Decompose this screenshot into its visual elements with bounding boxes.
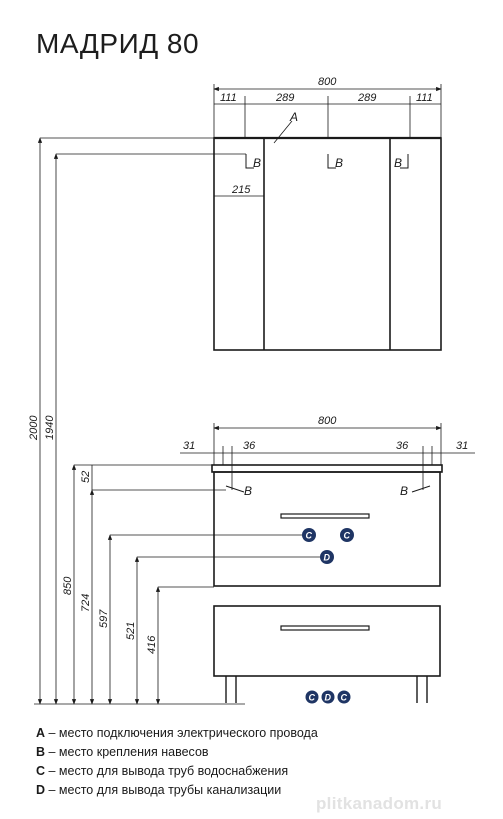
marker-c-bottom-2-text: C xyxy=(341,693,348,703)
mirror-seg-3: 289 xyxy=(357,92,376,104)
mirror-outline xyxy=(213,137,442,351)
watermark: plitkanadom.ru xyxy=(316,794,443,813)
top-band-52: 52 xyxy=(80,471,92,483)
mirror-width-dimension xyxy=(213,84,442,138)
cabinet-hook-markers xyxy=(225,485,431,493)
lower-drawer xyxy=(213,605,441,677)
cabinet-offset-left-2: 36 xyxy=(243,440,256,452)
height-416: 416 xyxy=(146,635,158,654)
marker-d-center-text: D xyxy=(324,553,331,563)
upper-drawer xyxy=(213,471,441,587)
marker-c-bottom-1-text: C xyxy=(309,693,316,703)
cabinet-hook-b-left: B xyxy=(244,484,252,498)
upper-drawer-handle xyxy=(280,513,370,519)
vanity-cabinet xyxy=(211,464,443,703)
mirror-hook-b-left: B xyxy=(253,156,261,170)
height-1940: 1940 xyxy=(44,415,56,440)
countertop xyxy=(211,464,443,473)
mirror-hook-b-right: B xyxy=(394,156,402,170)
height-724: 724 xyxy=(80,594,92,612)
mirror-cabinet xyxy=(213,136,442,351)
marker-c-right xyxy=(340,528,354,542)
cabinet-width-label: 800 xyxy=(318,415,337,427)
marker-c-left-text: C xyxy=(306,531,313,541)
height-521: 521 xyxy=(125,622,137,640)
marker-d-bottom xyxy=(321,690,335,704)
shelf-offset-label: 215 xyxy=(231,184,251,196)
marker-d-bottom-text: D xyxy=(325,693,332,703)
marker-c-right-text: C xyxy=(344,531,351,541)
mirror-width-label: 800 xyxy=(318,76,337,88)
mirror-seg-1: 111 xyxy=(220,92,237,104)
cabinet-offset-right-2: 31 xyxy=(456,440,468,452)
legend-item-a: A – место подключения электрического про… xyxy=(36,726,318,740)
marker-c-left xyxy=(302,528,316,542)
marker-d-center xyxy=(320,550,334,564)
point-a-leader xyxy=(273,120,293,144)
point-a-label: A xyxy=(289,110,298,124)
mirror-hook-b-center: B xyxy=(335,156,343,170)
legend-item-d: D – место для вывода трубы канализации xyxy=(36,783,282,797)
water-supply-markers xyxy=(302,528,354,704)
legend: A – место подключения электрического про… xyxy=(36,724,476,800)
model-title: МАДРИД 80 xyxy=(36,28,200,59)
height-dimension-lines xyxy=(34,137,320,705)
height-597: 597 xyxy=(98,609,110,628)
legend-item-b: B – место крепления навесов xyxy=(36,745,209,759)
marker-c-bottom-2 xyxy=(337,690,351,704)
mirror-hook-markers xyxy=(245,154,409,169)
cabinet-hook-b-right: B xyxy=(400,484,408,498)
marker-c-bottom-1 xyxy=(305,690,319,704)
height-850: 850 xyxy=(62,576,74,595)
cabinet-offset-left-1: 31 xyxy=(183,440,195,452)
mirror-seg-2: 289 xyxy=(275,92,294,104)
cabinet-width-dimension xyxy=(180,423,475,490)
legend-item-c: C – место для вывода труб водоснабжения xyxy=(36,764,289,778)
cabinet-offset-right-1: 36 xyxy=(396,440,409,452)
lower-drawer-handle xyxy=(280,625,370,631)
height-2000: 2000 xyxy=(28,415,40,441)
mirror-seg-4: 111 xyxy=(416,92,433,104)
